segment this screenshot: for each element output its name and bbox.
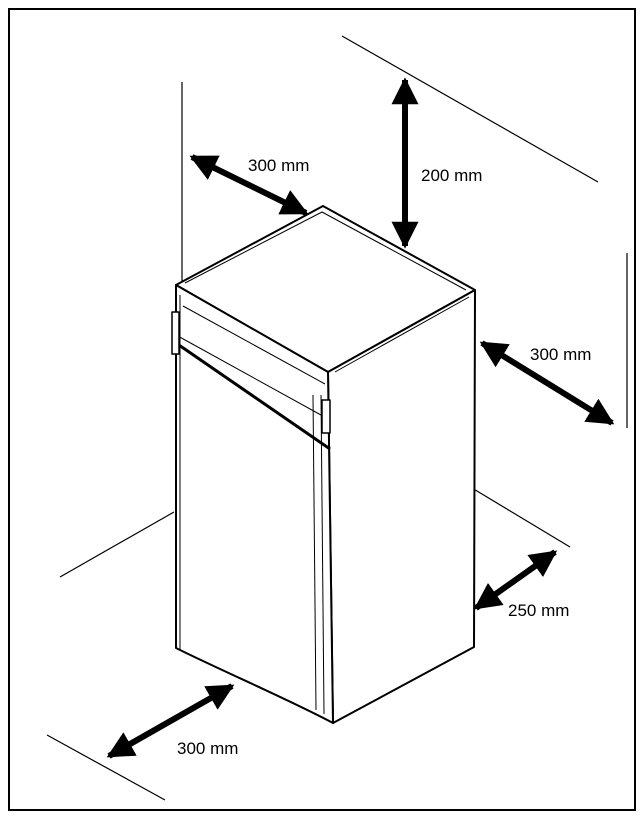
arrow-front xyxy=(106,683,235,759)
label-left-wall-clearance: 300 mm xyxy=(248,156,309,175)
front-top-bevel xyxy=(182,305,326,385)
appliance-cabinet xyxy=(171,205,476,724)
front-panel-line-1 xyxy=(175,334,331,421)
cabinet-top-rim xyxy=(184,211,467,291)
front-inner-edge-2 xyxy=(320,394,325,715)
clearance-arrows xyxy=(106,77,615,759)
label-right-side-clearance: 300 mm xyxy=(530,345,591,364)
arrow-right-side xyxy=(479,340,615,426)
floor-front-line xyxy=(46,734,166,801)
label-front-clearance: 300 mm xyxy=(177,739,238,758)
room-walls xyxy=(46,35,628,801)
ceiling-line xyxy=(341,35,599,183)
label-top-clearance: 200 mm xyxy=(421,166,482,185)
frame-border xyxy=(8,8,636,811)
cabinet-front xyxy=(175,284,334,724)
left-handle xyxy=(171,311,180,355)
floor-right-line xyxy=(471,487,571,548)
cabinet-side-edge xyxy=(334,296,470,373)
front-panel-band xyxy=(175,341,331,451)
front-inner-edge-1 xyxy=(312,394,317,711)
label-rear-right-clearance: 250 mm xyxy=(508,601,569,620)
right-handle xyxy=(321,399,331,434)
arrow-left-wall xyxy=(189,154,309,216)
arrow-rear-right xyxy=(473,549,558,611)
floor-left-line xyxy=(59,511,175,578)
